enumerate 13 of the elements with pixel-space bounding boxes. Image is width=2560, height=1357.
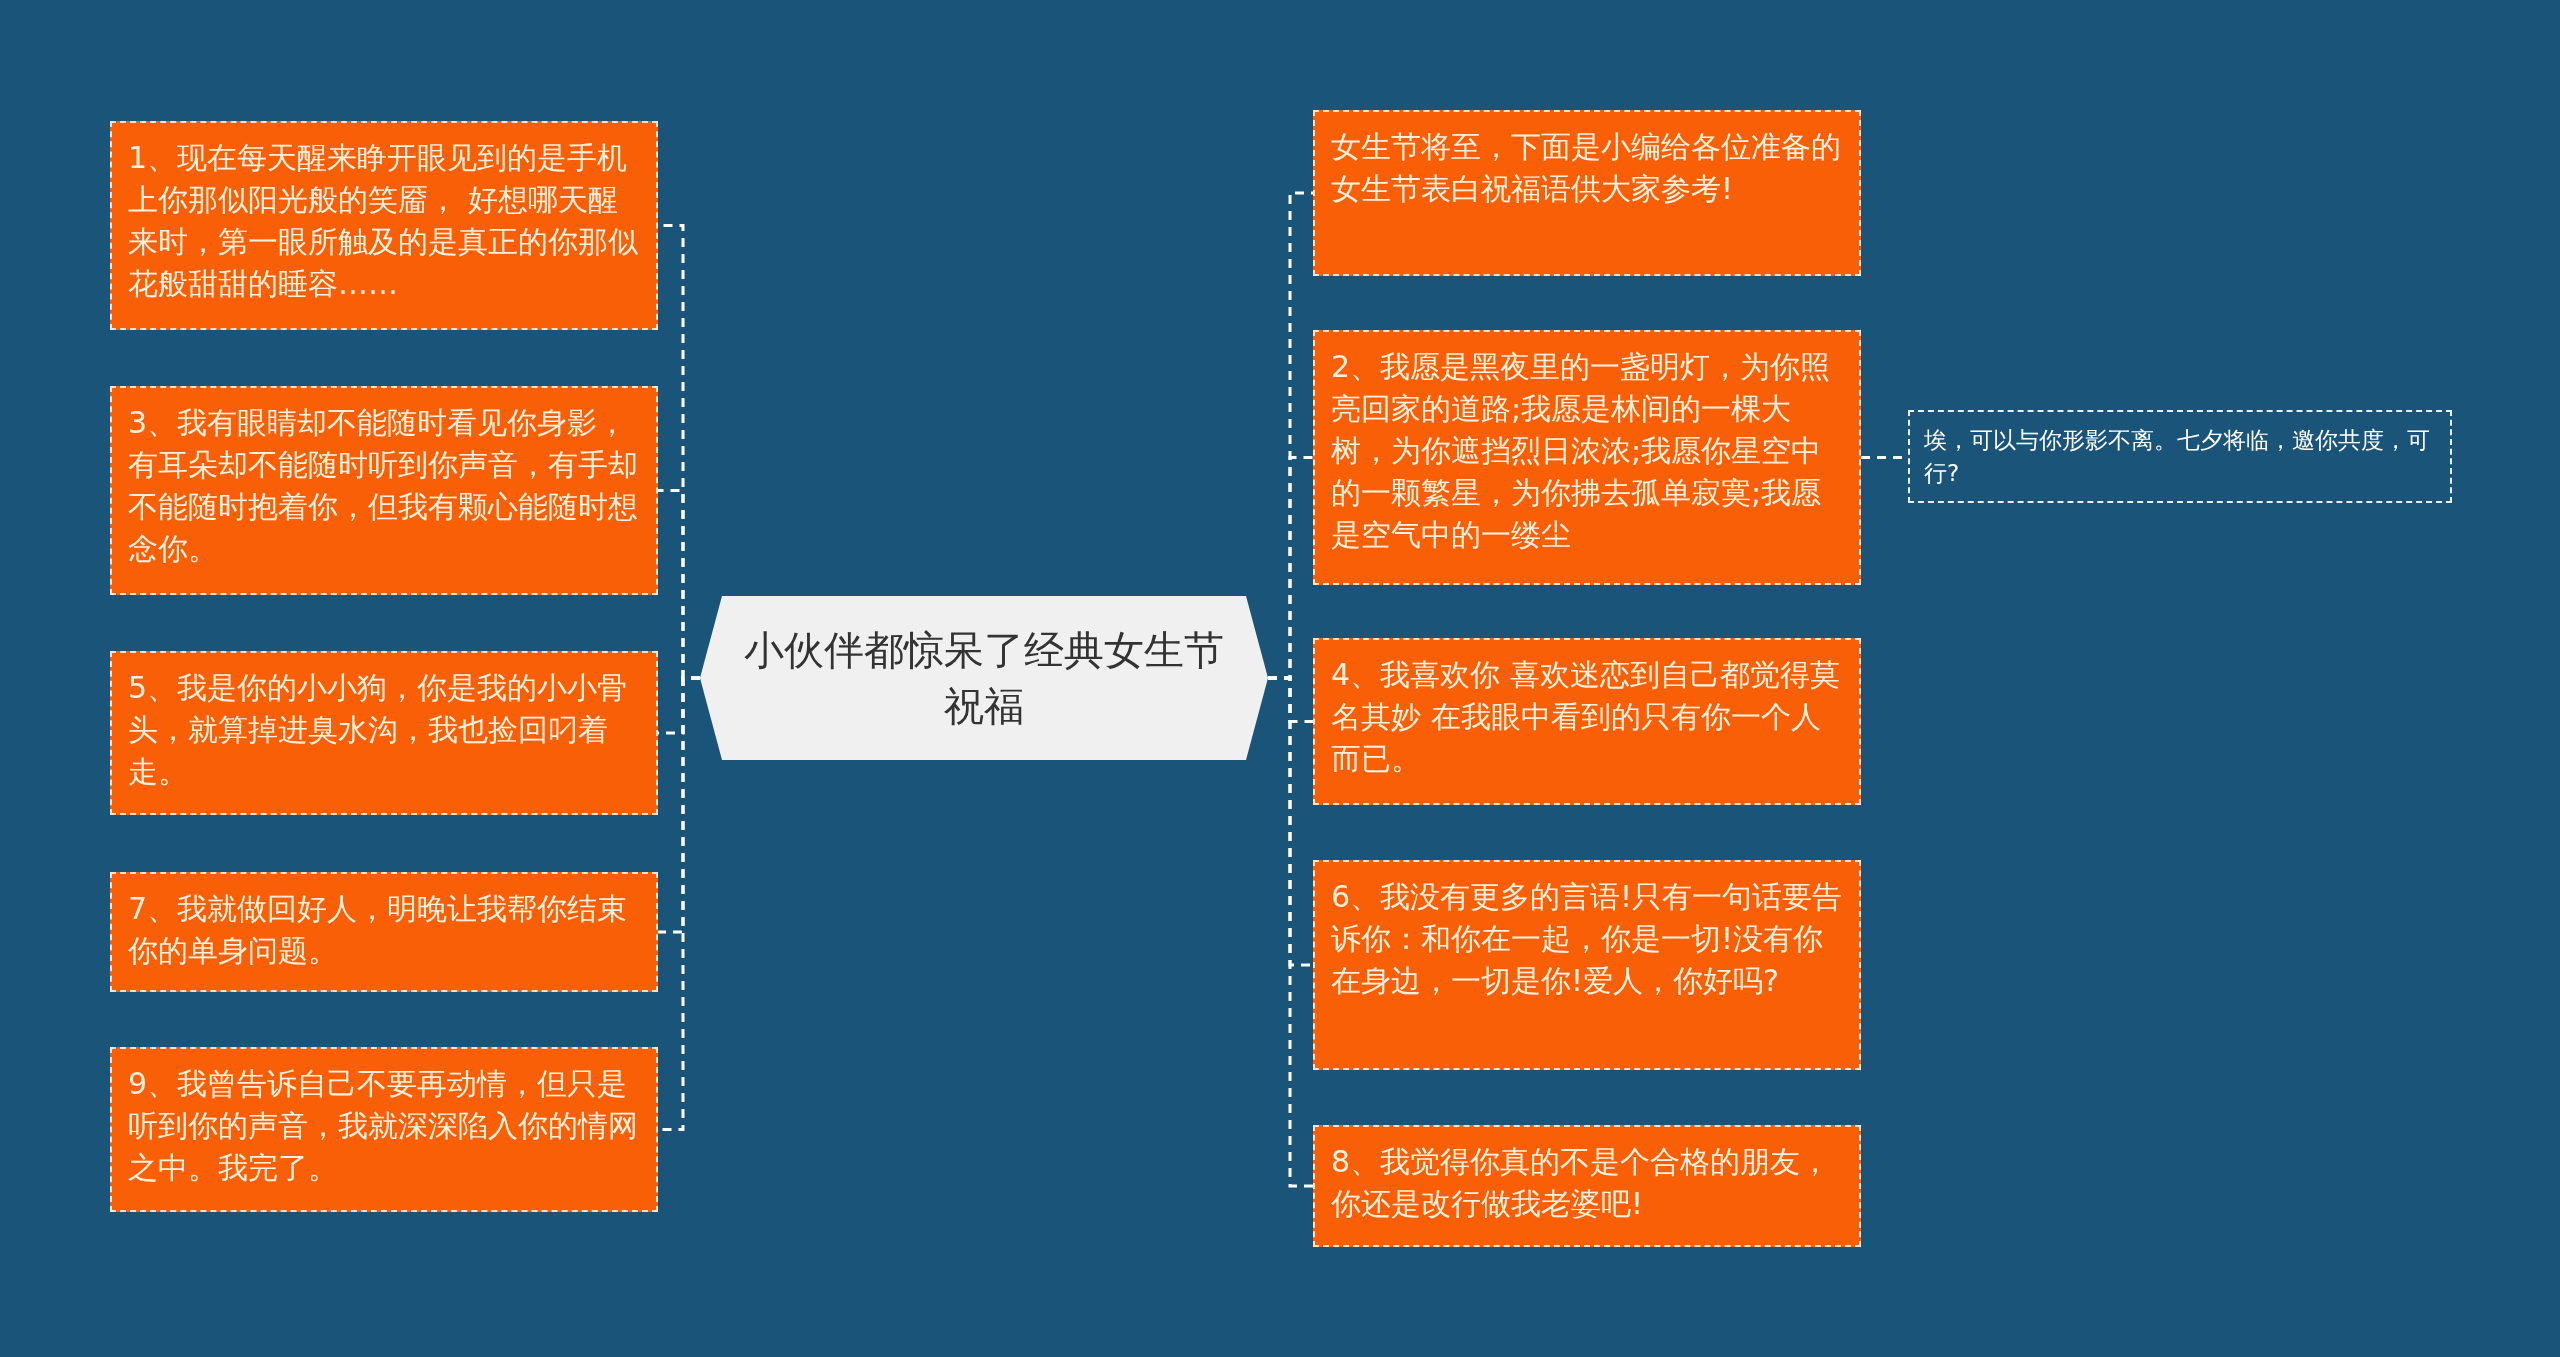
subtopic-box: 埃，可以与你形影不离。七夕将临，邀你共度，可行?	[1908, 410, 2452, 503]
topic-box: 女生节将至，下面是小编给各位准备的女生节表白祝福语供大家参考!	[1313, 110, 1861, 276]
topic-box: 5、我是你的小小狗，你是我的小小骨头，就算掉进臭水沟，我也捡回叼着走。	[110, 651, 658, 815]
topic-box: 7、我就做回好人，明晚让我帮你结束你的单身问题。	[110, 872, 658, 992]
topic-box: 3、我有眼睛却不能随时看见你身影，有耳朵却不能随时听到你声音，有手却不能随时抱着你，但我有颗心能随时想念你。	[110, 386, 658, 595]
central-topic: 小伙伴都惊呆了经典女生节祝福	[700, 596, 1268, 760]
connector-line	[1268, 676, 1313, 1188]
topic-box: 9、我曾告诉自己不要再动情，但只是听到你的声音，我就深深陷入你的情网之中。我完了。	[110, 1047, 658, 1212]
topic-box: 4、我喜欢你 喜欢迷恋到自己都觉得莫名其妙 在我眼中看到的只有你一个人而已。	[1313, 638, 1861, 805]
topic-box: 2、我愿是黑夜里的一盏明灯，为你照亮回家的道路;我愿是林间的一棵大树，为你遮挡烈日浓浓;我愿你星空中的一颗繁星，为你拂去孤单寂寞;我愿是空气中的一缕尘	[1313, 330, 1861, 585]
topic-box: 6、我没有更多的言语!只有一句话要告诉你：和你在一起，你是一切!没有你在身边，一切是你!爱人，你好吗?	[1313, 860, 1861, 1070]
topic-box: 1、现在每天醒来睁开眼见到的是手机上你那似阳光般的笑靥， 好想哪天醒来时，第一眼所触及的是真正的你那似花般甜甜的睡容……	[110, 121, 658, 330]
topic-box: 8、我觉得你真的不是个合格的朋友，你还是改行做我老婆吧!	[1313, 1125, 1861, 1247]
